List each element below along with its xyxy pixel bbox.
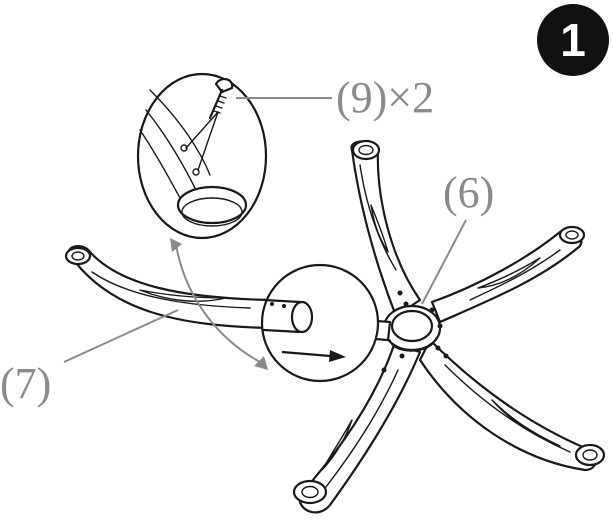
step-badge: 1: [537, 4, 609, 76]
screw-callout-label: (9)×2: [336, 73, 434, 122]
base-callout-label: (6): [443, 168, 494, 217]
link-arrow: [170, 238, 268, 370]
star-base: [292, 139, 606, 514]
right-arrow-icon: [281, 350, 346, 362]
screw-icon: [208, 78, 234, 120]
leg-callout-label: (7): [0, 359, 51, 408]
zoom-circle-screw: [136, 72, 268, 240]
zoom-circle-tube: [260, 263, 380, 383]
step-number: 1: [560, 14, 586, 66]
loose-leg: [64, 245, 272, 330]
